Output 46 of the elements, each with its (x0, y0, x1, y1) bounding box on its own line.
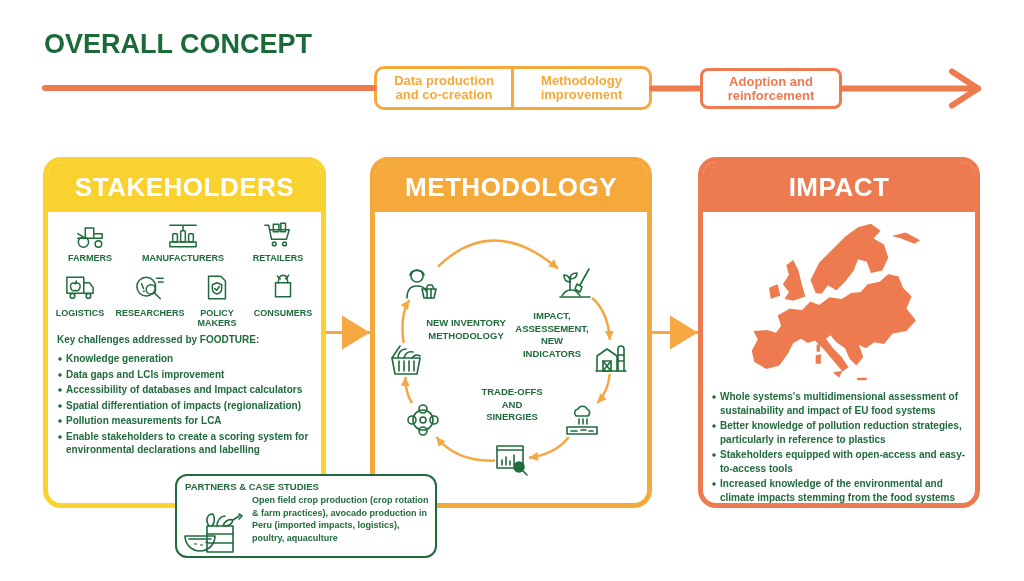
arrow (437, 239, 559, 270)
arrow (596, 373, 611, 404)
woman-basket-icon (404, 266, 438, 300)
title: OVERALL CONCEPT (44, 28, 313, 60)
arrow (591, 296, 614, 341)
rain-field-icon (565, 403, 599, 437)
timeline-arrow (839, 68, 981, 109)
arrow (326, 318, 370, 347)
bullet-item: Data gaps and LCIs improvement (57, 367, 225, 381)
arrow (528, 436, 570, 461)
bullet-item: Knowledge generation (57, 352, 174, 366)
stakeholder-label: RESEARCHERS (115, 308, 185, 318)
europe-map (750, 222, 922, 382)
bullet-item: Spatial differentiation of impacts (regionalization) (57, 398, 302, 412)
panel-header: IMPACT (703, 162, 975, 212)
basket-icon (389, 343, 423, 377)
arrow (400, 377, 414, 404)
phase-box: Data production and co-creation (374, 66, 514, 110)
intro-text: Key challenges addressed by FOODTURE: (57, 334, 260, 346)
panel-header: METHODOLOGY (375, 162, 647, 212)
people-circle-icon (406, 403, 440, 437)
phase-box: Methodology improvement (514, 66, 652, 110)
timeline-line (649, 85, 703, 92)
stage-label: NEW INVENTORY METHODOLOGY (425, 317, 507, 342)
stakeholder-label: CONSUMERS (253, 308, 313, 318)
stage-label: TRADE-OFFS AND SINERGIES (480, 386, 544, 424)
arrow (400, 299, 411, 344)
stage-label: IMPACT, ASSESSEMENT, NEW INDICATORS (514, 310, 590, 360)
phase-box: Adoption and reinforcement (700, 68, 842, 109)
panel (698, 157, 980, 508)
stakeholder-label: RETAILERS (252, 253, 304, 263)
panel-header: STAKEHOLDERS (48, 162, 321, 212)
timeline-line (42, 85, 377, 91)
info-box (175, 474, 437, 558)
box-heading: PARTNERS & CASE STUDIES (185, 481, 319, 493)
stakeholder-label: MANUFACTURERS (142, 253, 224, 263)
panel (370, 157, 652, 508)
arrow (435, 436, 495, 462)
stakeholder-label: POLICY MAKERS (197, 308, 237, 328)
seedling-shovel-icon (558, 266, 592, 300)
chart-magnifier-icon (495, 443, 529, 477)
arrow (652, 318, 698, 347)
stakeholder-label: FARMERS (68, 253, 112, 263)
stakeholder-label: LOGISTICS (55, 308, 105, 318)
bullet-item: Accessibility of databases and Impact calculators (57, 383, 303, 397)
paragraph: Open field crop production (crop rotation & farm practices), avocado production in Peru (imported impacts, logistics), poultry, aquaculture (252, 494, 430, 544)
